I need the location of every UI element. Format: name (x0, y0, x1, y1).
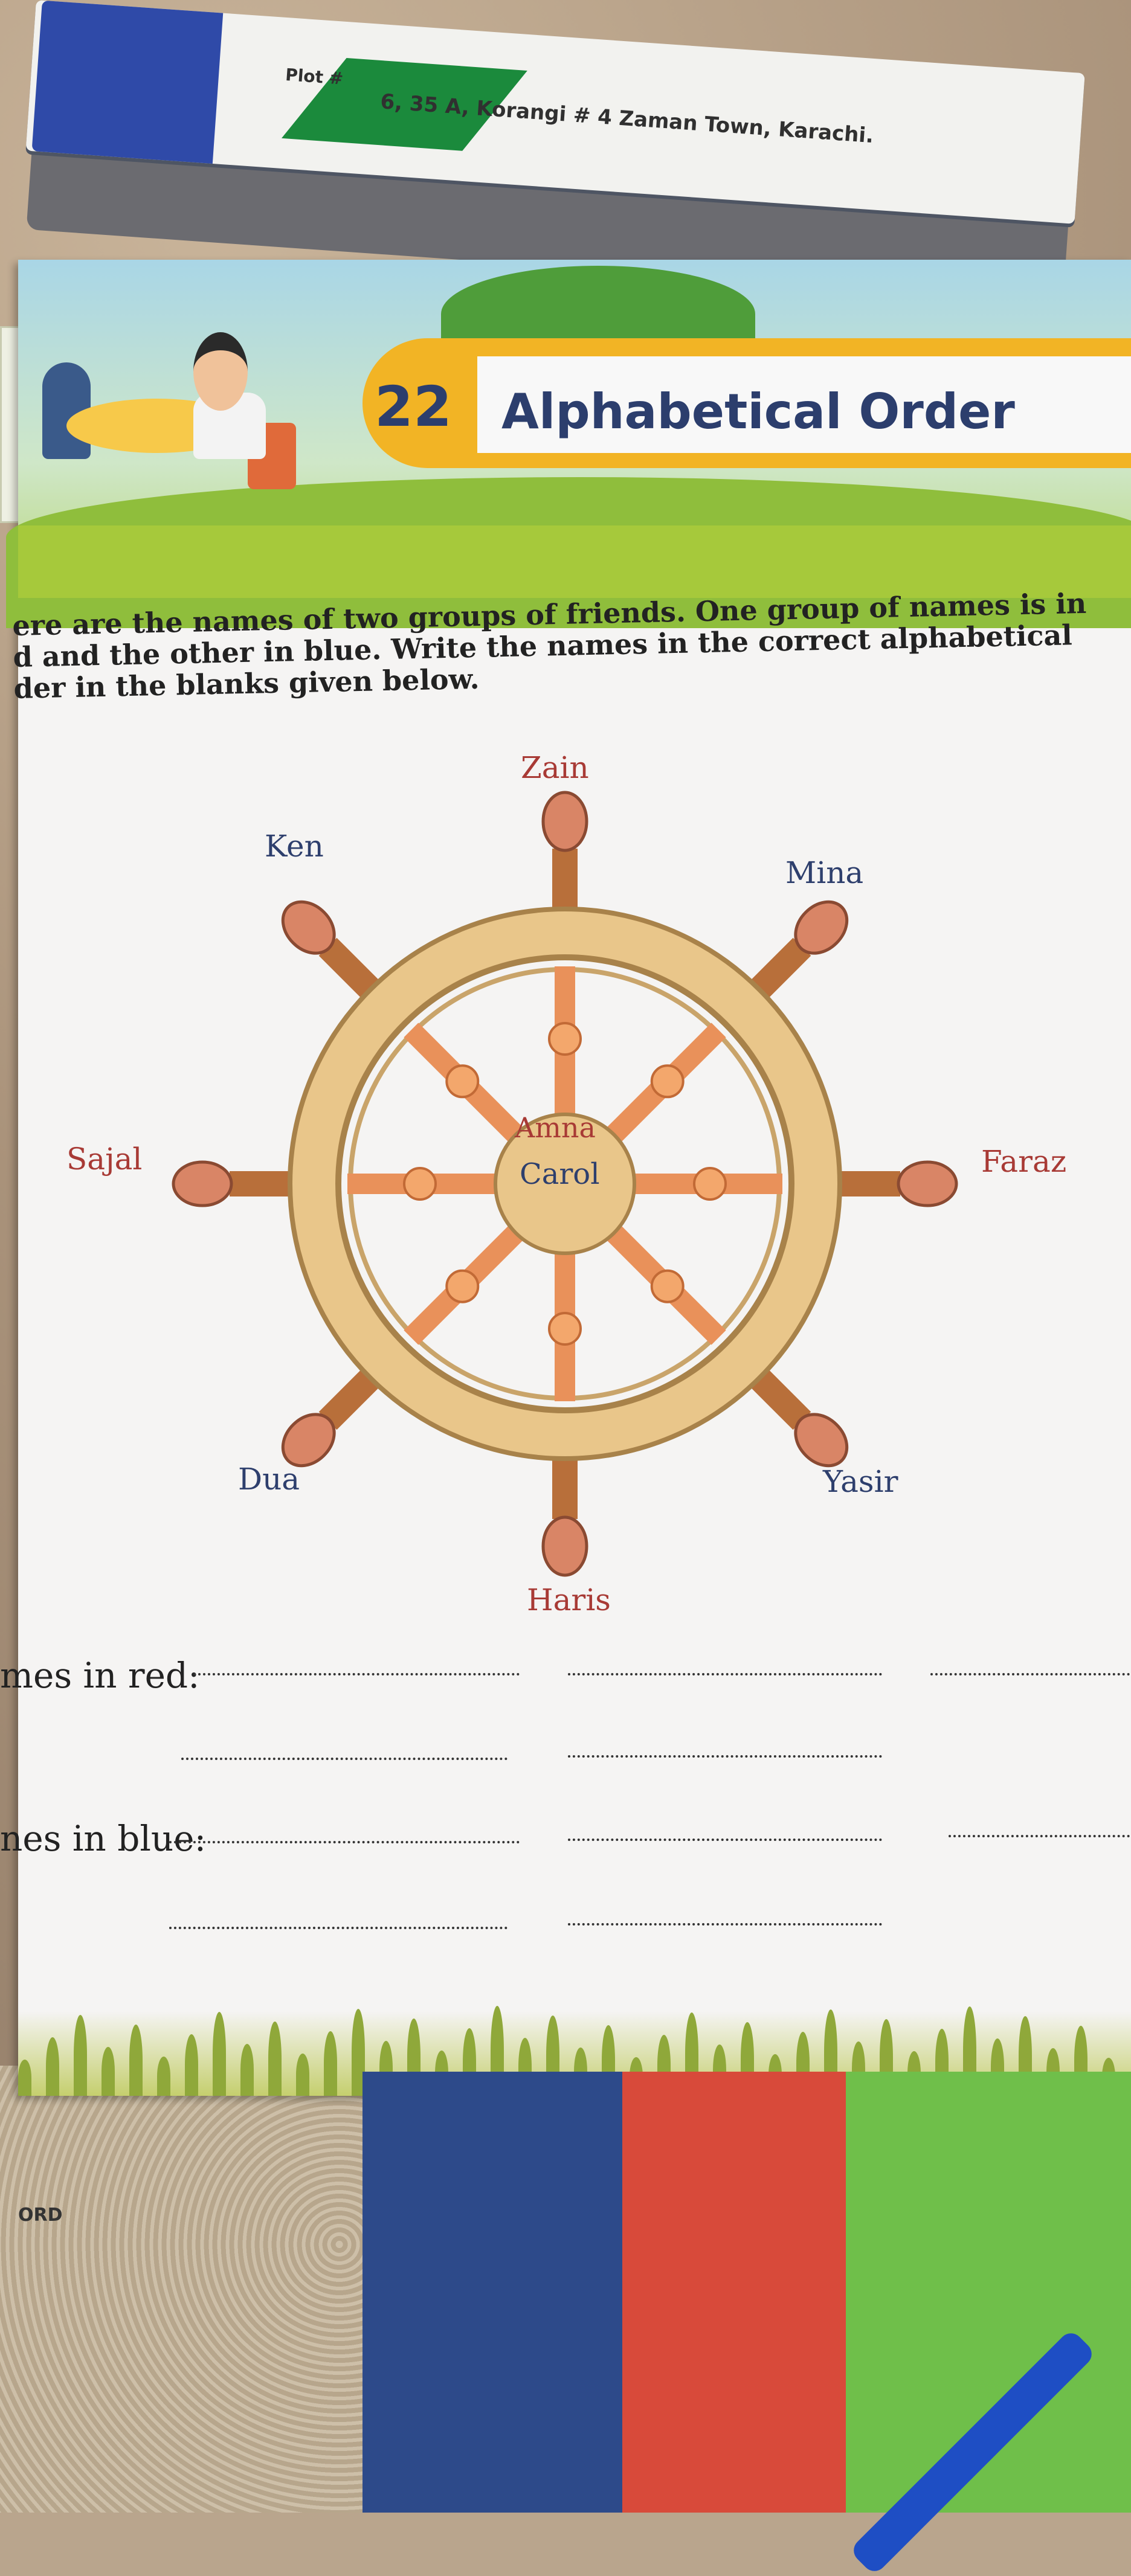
red-blank-5[interactable] (568, 1755, 882, 1758)
wheel-handle-knob (281, 1413, 336, 1468)
wheel-handle-knob (281, 900, 336, 955)
workbook-page: 22 Alphabetical Order ere are the names … (0, 260, 1131, 2226)
grass-blade (157, 2057, 170, 2096)
book-spine (31, 0, 224, 164)
wheel-handle (748, 937, 811, 1001)
wheel-name-center-top: Amna (515, 1111, 596, 1144)
wheel-handle (748, 1367, 811, 1430)
wheel-spoke-knot (548, 1022, 582, 1056)
grass-blade (268, 2022, 282, 2096)
ship-wheel-illustration (172, 791, 958, 1577)
title-box (477, 356, 1131, 453)
blue-blank-5[interactable] (568, 1923, 882, 1926)
blue-blank-1[interactable] (169, 1841, 520, 1843)
wheel-handle-knob (794, 1413, 849, 1468)
book-plot-label: Plot # (285, 65, 344, 89)
wheel-spoke-knot (445, 1064, 480, 1099)
grass-blade (102, 2047, 115, 2096)
grass-blade (185, 2034, 198, 2096)
wheel-name-bottom-left: Dua (238, 1462, 300, 1497)
blue-blank-3[interactable] (949, 1835, 1130, 1837)
wheel-name-bottom-right: Yasir (823, 1464, 898, 1499)
wheel-handle (318, 937, 382, 1001)
red-blank-3[interactable] (930, 1673, 1130, 1675)
wheel-name-top: Zain (521, 750, 589, 785)
lesson-number: 22 (375, 374, 453, 439)
wheel-name-top-right: Mina (785, 855, 864, 890)
wheel-handles (172, 791, 958, 1577)
bottom-book-blue (362, 2072, 622, 2513)
names-in-blue-label: nes in blue: (0, 1818, 207, 1859)
grass-blade (46, 2037, 59, 2096)
grass-blade (129, 2025, 143, 2096)
wheel-handle-knob (541, 1515, 588, 1577)
wheel-name-left: Sajal (66, 1142, 143, 1177)
wheel-name-center-bottom: Carol (520, 1157, 600, 1191)
child-head-illustration (193, 332, 248, 411)
wheel-hub (494, 1113, 636, 1255)
grass-blade (240, 2044, 254, 2096)
wheel-spoke-knot (548, 1312, 582, 1346)
blue-blank-2[interactable] (568, 1839, 882, 1841)
grass-blade (74, 2015, 87, 2096)
wheel-spoke-knot (650, 1269, 685, 1303)
grass-blade (213, 2012, 226, 2096)
grass-blade (296, 2054, 309, 2096)
wheel-handle (318, 1367, 382, 1430)
names-in-red-label: mes in red: (0, 1655, 200, 1696)
red-blank-4[interactable] (181, 1758, 507, 1760)
grass-blade (18, 2060, 31, 2096)
lesson-title: Alphabetical Order (501, 384, 1015, 440)
publisher-logo: ORD (18, 2205, 63, 2226)
wheel-handle-knob (172, 1160, 233, 1207)
wheel-name-right: Faraz (981, 1144, 1067, 1179)
grass-blade (352, 2009, 365, 2096)
grass-band (18, 525, 1131, 598)
red-blank-1[interactable] (193, 1673, 520, 1675)
wheel-spokes (347, 966, 782, 1401)
grass-blade (324, 2031, 337, 2096)
wheel-name-top-left: Ken (265, 829, 324, 864)
blue-blank-4[interactable] (169, 1927, 507, 1929)
wheel-name-bottom: Haris (527, 1582, 611, 1617)
wheel-spoke-knot (403, 1167, 437, 1201)
red-blank-2[interactable] (568, 1673, 882, 1675)
wheel-spoke-knot (650, 1064, 685, 1099)
wheel-spoke-knot (445, 1269, 480, 1303)
wheel-handle-knob (541, 791, 588, 852)
wheel-handle-knob (794, 900, 849, 955)
wheel-spoke-knot (693, 1167, 727, 1201)
wheel-handle-knob (897, 1160, 958, 1207)
